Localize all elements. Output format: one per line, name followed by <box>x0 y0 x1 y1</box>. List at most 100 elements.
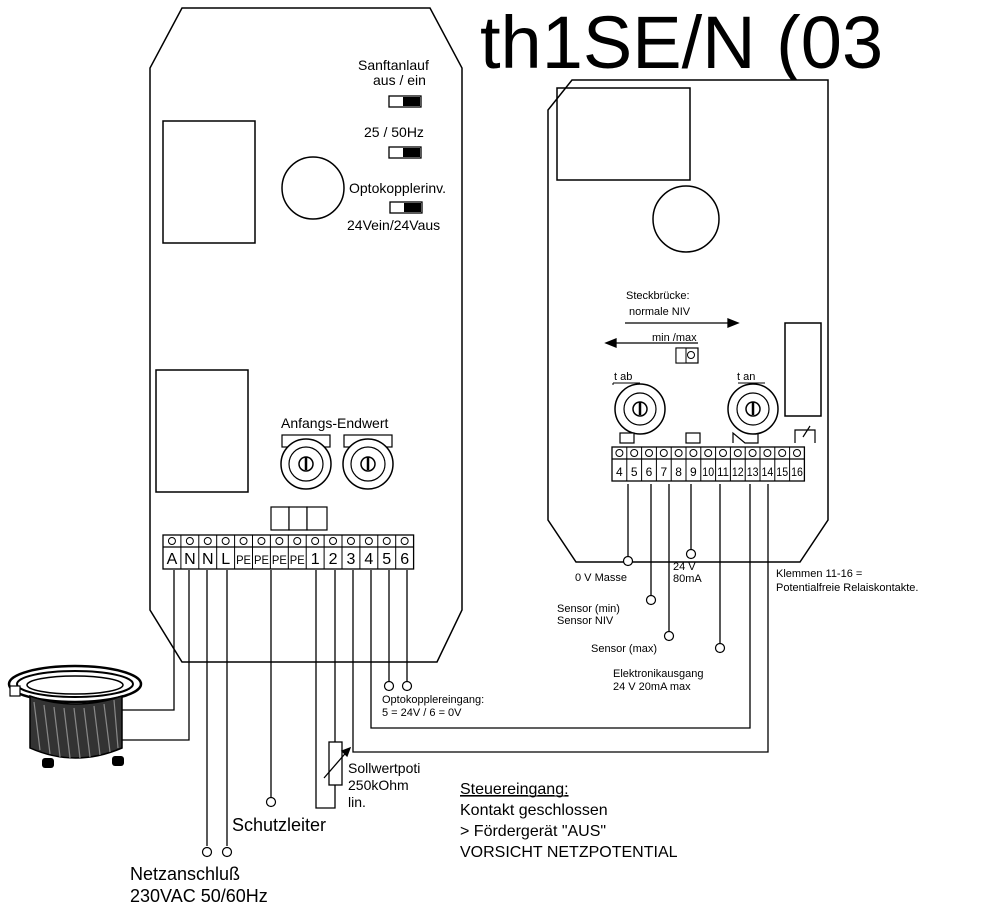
terminal-screw <box>185 537 194 545</box>
delay-off-label: t ab <box>614 371 632 383</box>
terminal-screw <box>793 449 801 457</box>
diagram-title: th1SE/N (03 <box>480 1 883 84</box>
vibratory-feeder-icon <box>7 664 143 768</box>
setpoint-poti-value: 250kOhm <box>348 777 409 793</box>
relay-contact-symbol <box>619 425 816 444</box>
terminal-label: 12 <box>732 465 744 479</box>
setpoint-potentiometer-symbol <box>323 741 352 786</box>
terminal-label: 2 <box>329 551 338 568</box>
terminal-screw <box>346 537 355 545</box>
optocoupler-input-label: Optokopplereingang: <box>382 694 484 706</box>
supply-current-label: 80mA <box>673 573 702 585</box>
terminal-screw <box>311 537 320 545</box>
terminal-screw <box>645 449 653 457</box>
terminal-screw <box>689 449 698 457</box>
terminal-label: N <box>184 551 196 568</box>
optocoupler-inv-label: Optokopplerinv. <box>349 180 446 196</box>
mains-connection-label: Netzanschluß <box>130 864 240 884</box>
control-input-line1: Kontakt geschlossen <box>460 802 608 819</box>
terminal-label: PE <box>236 553 251 567</box>
terminal-label: 16 <box>791 465 803 479</box>
wiring <box>68 484 769 846</box>
supply-24v-label: 24 V <box>673 561 696 573</box>
terminal-label: 14 <box>762 465 774 479</box>
terminal-screw <box>674 449 683 457</box>
sensor-min-label: Sensor (min) <box>557 603 620 615</box>
right-controller-board <box>547 79 829 563</box>
terminal-screw <box>275 537 284 545</box>
setpoint-poti-label: Sollwertpoti <box>348 760 420 776</box>
bridge-minmax-label: min /max <box>652 332 697 344</box>
ground-label: 0 V Masse <box>575 572 627 584</box>
terminal-screw <box>704 449 713 457</box>
bridge-title: Steckbrücke: <box>626 290 690 302</box>
terminal-label: 13 <box>747 465 759 479</box>
terminal-label: 5 <box>382 551 391 568</box>
bridge-normal-label: normale NIV <box>629 306 691 318</box>
sensor-max-label: Sensor (max) <box>591 643 657 655</box>
terminal-screw <box>630 449 639 457</box>
terminal-screw <box>400 537 409 545</box>
wire-endpoints <box>201 548 726 858</box>
terminal-label: PE <box>254 553 269 567</box>
terminal-label: A <box>167 551 178 568</box>
end-value-potentiometer[interactable] <box>342 434 394 490</box>
electronic-output-rating: 24 V 20mA max <box>613 681 691 693</box>
terminal-screw <box>778 449 787 457</box>
terminal-label: 10 <box>702 465 714 479</box>
left-controller-board <box>149 7 463 663</box>
terminal-screw <box>615 449 624 457</box>
optocoupler-inv-switch[interactable] <box>389 201 423 214</box>
terminal-screw <box>719 449 727 457</box>
terminal-screw <box>293 537 302 545</box>
soft-start-label: Sanftanlauf <box>358 57 429 73</box>
terminal-label: 9 <box>690 465 697 479</box>
terminal-label: L <box>221 551 230 568</box>
pe-bridge <box>270 506 328 531</box>
terminal-label: PE <box>290 553 305 567</box>
terminal-label: 8 <box>675 465 682 479</box>
frequency-switch[interactable] <box>388 146 422 159</box>
optocoupler-input-values: 5 = 24V / 6 = 0V <box>382 707 462 719</box>
sensor-niv-label: Sensor NIV <box>557 615 614 627</box>
jumper[interactable] <box>675 347 699 364</box>
terminal-label: PE <box>272 553 287 567</box>
terminal-label: 11 <box>717 465 729 479</box>
terminal-screw <box>659 449 668 457</box>
delay-on-potentiometer[interactable] <box>727 382 779 435</box>
terminal-screw <box>763 449 772 457</box>
terminal-label: 4 <box>616 465 623 479</box>
terminal-screw <box>733 449 742 457</box>
control-input-line2: > Fördergerät "AUS" <box>460 823 606 840</box>
terminal-label: 6 <box>646 465 653 479</box>
soft-start-state-label: aus / ein <box>373 72 426 88</box>
terminal-screw <box>748 449 757 457</box>
relay-contacts-label: Potentialfreie Relaiskontakte. <box>776 582 918 594</box>
terminal-label: 7 <box>660 465 667 479</box>
terminal-label: 4 <box>364 551 373 568</box>
terminal-screw <box>257 537 266 545</box>
bridge-arrows <box>604 318 740 348</box>
optocoupler-voltage-label: 24Vein/24Vaus <box>347 217 440 233</box>
terminal-screw <box>167 537 176 545</box>
soft-start-switch[interactable] <box>388 95 422 108</box>
electronic-output-label: Elektronikausgang <box>613 668 704 680</box>
terminal-screw <box>329 537 338 545</box>
terminal-label: 5 <box>631 465 638 479</box>
terminals-11-16-label: Klemmen 11-16 = <box>776 568 862 580</box>
delay-on-label: t an <box>737 371 755 383</box>
control-input-title: Steuereingang: <box>460 781 569 798</box>
delay-off-potentiometer[interactable] <box>612 382 666 435</box>
start-end-value-label: Anfangs-Endwert <box>281 415 389 431</box>
terminal-label: 1 <box>311 551 320 568</box>
terminal-screw <box>364 537 373 545</box>
control-input-warning: VORSICHT NETZPOTENTIAL <box>460 844 678 861</box>
terminal-screw <box>221 537 230 545</box>
terminal-label: N <box>202 551 214 568</box>
terminal-label: 3 <box>346 551 355 568</box>
terminal-label: 15 <box>776 465 788 479</box>
start-value-potentiometer[interactable] <box>280 434 332 490</box>
